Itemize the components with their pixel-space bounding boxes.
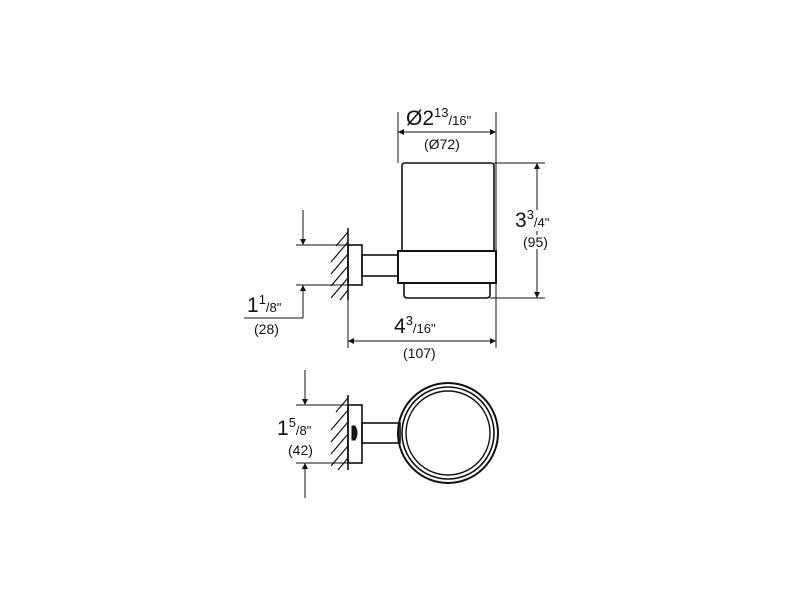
flange-top-inch-label: 15/8": [277, 415, 312, 440]
diameter-mm-label: (Ø72): [424, 136, 460, 152]
wall-hatch-top: [330, 395, 349, 471]
diameter-inch-label: Ø213/16": [406, 105, 472, 130]
wall-hatch: [330, 228, 349, 301]
cup-base: [403, 283, 491, 299]
projection-mm-label: (107): [403, 345, 436, 361]
wall-flange: [347, 244, 363, 286]
ring-inner: [405, 390, 491, 476]
holder-arm: [361, 254, 399, 277]
top-view: [296, 370, 499, 498]
projection-inch-label: 43/16": [394, 313, 436, 338]
holder-arm-top: [361, 422, 401, 444]
side-view: [244, 112, 545, 348]
flange-side-mm-label: (28): [254, 321, 279, 337]
ring-mid: [401, 386, 495, 480]
ring-outer: [397, 382, 499, 484]
cup-ring: [397, 250, 497, 284]
height-inch-label: 33/4": [513, 207, 552, 232]
set-screw: [351, 425, 358, 441]
glass-cup: [401, 162, 495, 251]
flange-top-mm-label: (42): [288, 442, 313, 458]
flange-side-inch-label: 11/8": [247, 292, 282, 317]
height-mm-label: (95): [521, 234, 550, 250]
